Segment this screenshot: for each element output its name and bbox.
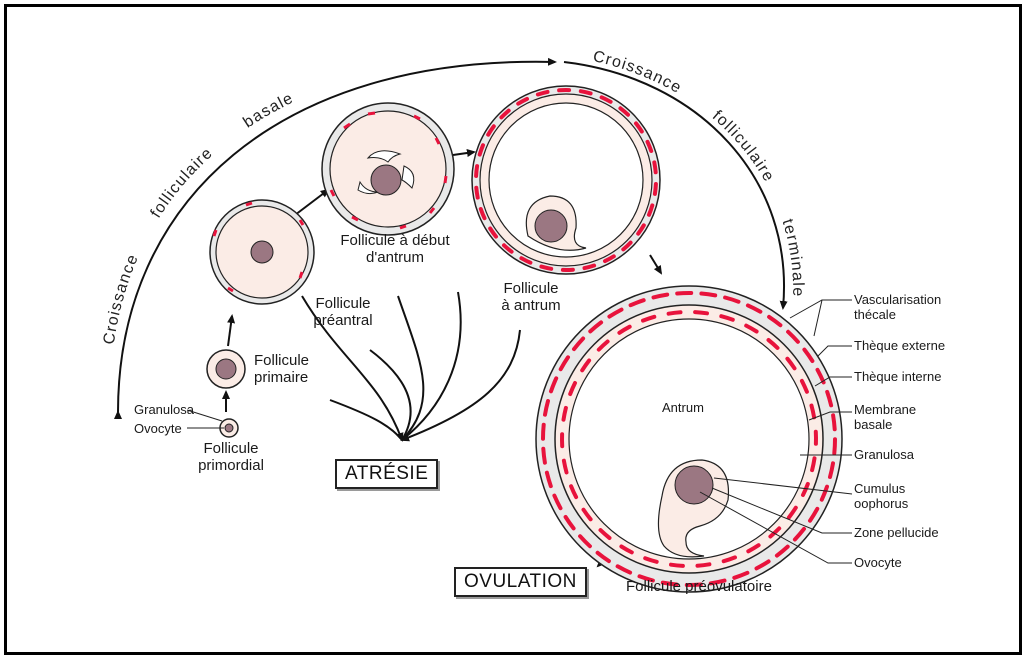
vessel-dash (564, 408, 566, 420)
preovulatory-follicle-label: Follicule préovulatoire (626, 578, 772, 595)
callout-theque-interne: Thèque interne (854, 369, 941, 384)
vessel-dash (543, 449, 545, 463)
primary-follicle (207, 350, 245, 388)
arrow-antrum-to-preovulatoire (650, 255, 661, 273)
granulosa-label: Granulosa (134, 402, 194, 417)
vessel-dash (695, 312, 707, 313)
vessel-dash (834, 439, 835, 453)
callout-membrane-basale: Membrane basale (854, 402, 916, 432)
ovocyte-label: Ovocyte (134, 421, 182, 436)
primordial-follicle-label: Follicule primordial (186, 440, 276, 474)
vessel-dash (833, 415, 835, 429)
vessel-dash (669, 312, 681, 313)
vessel-dash (476, 188, 477, 198)
callout-granulosa: Granulosa (854, 447, 914, 462)
vessel-dash (812, 458, 814, 470)
vessel-dash (655, 184, 656, 194)
early-antrum-follicle-label: Follicule à début d'antrum (320, 232, 470, 266)
vessel-dash (812, 406, 815, 418)
preantral-follicle (210, 200, 314, 304)
vessel-dash (543, 425, 544, 439)
antrum-follicle-label: Follicule à antrum (488, 280, 574, 314)
vessel-dash (581, 91, 591, 93)
vessel-dash (701, 294, 715, 296)
primary-follicle-label: Follicule primaire (254, 352, 309, 386)
vessel-dash (585, 266, 595, 269)
early-antrum-follicle (322, 103, 454, 235)
vessel-dash (677, 293, 691, 294)
vessel-dash (541, 267, 551, 269)
vessel-dash (538, 92, 548, 95)
atresia-box: ATRÉSIE (335, 459, 438, 489)
vessel-dash (564, 461, 567, 473)
ovulation-box: OVULATION (454, 567, 587, 597)
vessel-dash (698, 564, 710, 565)
arrow-preantral-to-debut (295, 190, 328, 215)
callout-ovocyte: Ovocyte (854, 555, 902, 570)
callout-zone-pellucide: Zone pellucide (854, 525, 939, 540)
vessel-dash (476, 166, 477, 176)
callout-theque-externe: Thèque externe (854, 338, 945, 353)
preantral-follicle-label: Follicule préantral (300, 295, 386, 329)
preovulatory-follicle (536, 286, 842, 592)
antrum-follicle (472, 86, 660, 274)
arrow-debut-to-antrum (453, 152, 474, 155)
arrow-primaire-to-preantral (228, 316, 232, 346)
antrum-label: Antrum (662, 399, 704, 416)
callout-vascularisation: Vascularisation thécale (854, 292, 941, 322)
vessel-dash (654, 162, 655, 172)
callout-cumulus: Cumulus oophorus (854, 481, 908, 511)
vessel-dash (671, 565, 683, 566)
